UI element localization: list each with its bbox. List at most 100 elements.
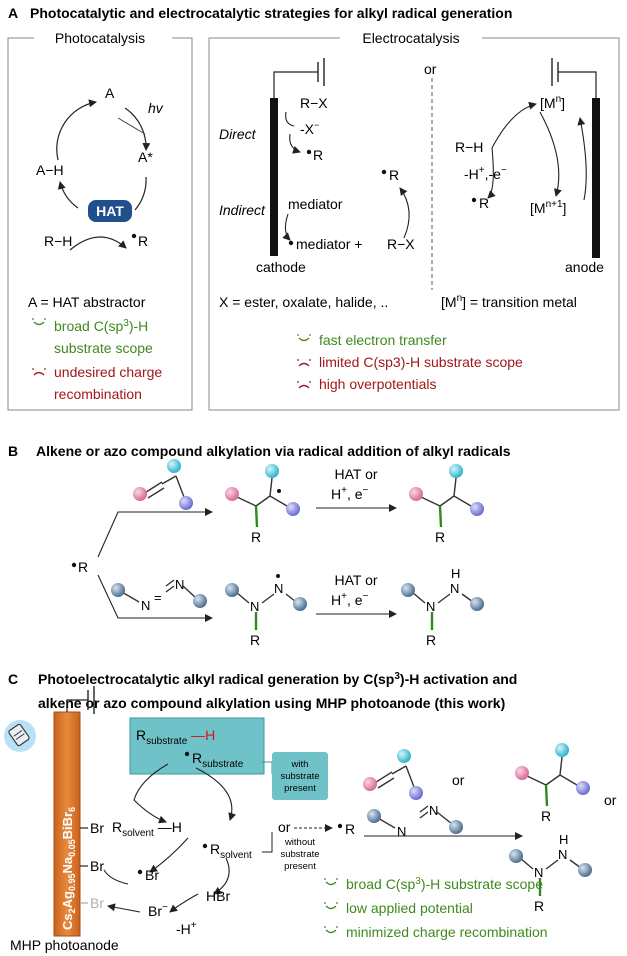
hat-label: HAT [96, 203, 124, 219]
azo-radical-adduct [225, 574, 307, 630]
product-n2: N [450, 581, 459, 596]
or-label: or [424, 61, 437, 77]
anode-rh: R−H [455, 139, 483, 155]
azo-n2: N [175, 577, 184, 592]
photo-pro: broad C(sp3)-H [54, 318, 148, 334]
r-solvent-h: Rsolvent —H [112, 819, 182, 839]
indirect-label: Indirect [219, 202, 266, 218]
photocatalysis-heading: Photocatalysis [55, 30, 145, 46]
c-azo-n1: N [397, 824, 406, 839]
panel-c-letter: C [8, 671, 18, 687]
alkene-reagent [133, 459, 193, 510]
electrode-formula: Cs2Ag0.95Na0.05BiBr6 [60, 807, 77, 930]
anode-electrode [551, 58, 600, 258]
hat-badge [88, 200, 132, 222]
anode-label: anode [565, 259, 604, 275]
hydrazine-product [401, 583, 484, 630]
cathode-electrode [270, 58, 325, 256]
mn1-label: [Mn+1] [530, 199, 566, 216]
node-a: A [105, 85, 115, 101]
azo-adduct-r: R [250, 632, 260, 648]
c-pro3: minimized charge recombination [346, 924, 548, 940]
light-source-icon [4, 720, 36, 752]
photo-con-line2: recombination [54, 386, 142, 402]
panel-c-title-line1: Photoelectrocatalytic alkyl radical gene… [38, 671, 517, 687]
surface-br-vacancy: Br [90, 895, 104, 911]
node-a-star: A* [138, 149, 153, 165]
mn-label: [Mn] [540, 94, 565, 111]
azo-reagent [111, 579, 207, 608]
x-definition: X = ester, oxalate, halide, .. [219, 294, 388, 310]
with-substrate-badge [272, 752, 328, 800]
or-c: or [278, 819, 291, 835]
c-product-r: R [541, 808, 551, 824]
photocatalysis-cycle [56, 99, 151, 251]
without-label: without [284, 837, 315, 848]
direct-label: Direct [219, 126, 257, 142]
c-azo-reagent [367, 805, 463, 834]
panel-c-title-line2: alkene or azo compound alkylation using … [38, 695, 505, 711]
product-r: R [435, 529, 445, 545]
photoanode-label: MHP photoanode [10, 937, 119, 953]
c-pro2: low applied potential [346, 900, 473, 916]
or-reagents: or [452, 772, 465, 788]
c-alkene-product [515, 743, 590, 807]
hat-or-2: HAT or [334, 572, 377, 588]
adduct-n1: N [250, 599, 259, 614]
surface-br-2: Br [90, 858, 104, 874]
alkene-product [409, 464, 484, 528]
c-alkene-reagent [363, 749, 423, 800]
br-anion: Br− [148, 902, 168, 919]
frown-icon [297, 359, 311, 367]
mediator-plus: mediator + [296, 236, 363, 252]
adduct-n2: N [274, 581, 283, 596]
panel-a-title: Photocatalytic and electrocatalytic stra… [30, 5, 512, 21]
r-solvent-radical: Rsolvent [210, 841, 252, 861]
br-radical: Br [145, 867, 159, 883]
c-pro1: broad C(sp3)-H substrate scope [346, 876, 543, 892]
frown-icon [32, 368, 46, 376]
smile-icon [32, 318, 46, 326]
r-radical: R [78, 559, 88, 575]
panel-a-letter: A [8, 5, 18, 21]
photo-con: undesired charge [54, 364, 162, 380]
electro-con2: high overpotentials [319, 376, 437, 392]
c-product-n1: N [534, 865, 543, 880]
c-product-h: H [559, 832, 568, 847]
panel-b-title: Alkene or azo compound alkylation via ra… [36, 443, 511, 459]
smile-icon [324, 926, 338, 934]
smile-icon [324, 878, 338, 886]
indirect-r: R [389, 167, 399, 183]
mediator-label: mediator [288, 196, 343, 212]
with-label: with [291, 759, 309, 770]
hat-abstractor-definition: A = HAT abstractor [28, 294, 146, 310]
cathode-label: cathode [256, 259, 306, 275]
smile-icon [297, 334, 311, 342]
without-label-2: substrate [280, 849, 319, 860]
electrocatalysis-heading: Electrocatalysis [362, 30, 459, 46]
cathode-rx: R−X [300, 95, 328, 111]
product-n1: N [426, 599, 435, 614]
h-e-2: H+, e− [331, 591, 369, 608]
mhp-photoanode: Cs2Ag0.95Na0.05BiBr6 [53, 686, 95, 937]
mn-definition: [Mn] = transition metal [441, 293, 577, 310]
photo-pro-line2: substrate scope [54, 340, 153, 356]
h-e-1: H+, e− [331, 485, 369, 502]
electro-pro: fast electron transfer [319, 332, 447, 348]
hat-or-1: HAT or [334, 466, 377, 482]
mediator-rx: R−X [387, 236, 415, 252]
c-azo-n2: N [429, 803, 438, 818]
with-label-3: present [284, 783, 316, 794]
direct-r: R [313, 147, 323, 163]
c-hydrazine-r: R [534, 898, 544, 914]
without-label-3: present [284, 861, 316, 872]
photo-rh: R−H [44, 233, 72, 249]
panel-b-letter: B [8, 443, 18, 459]
surface-br-1: Br [90, 820, 104, 836]
c-r-radical: R [345, 821, 355, 837]
minus-h-e: -H+,-e− [464, 165, 507, 182]
azo-n1: N [141, 598, 150, 613]
c-hydrazine-product [509, 849, 592, 896]
product-h: H [451, 566, 460, 581]
with-label-2: substrate [280, 771, 319, 782]
